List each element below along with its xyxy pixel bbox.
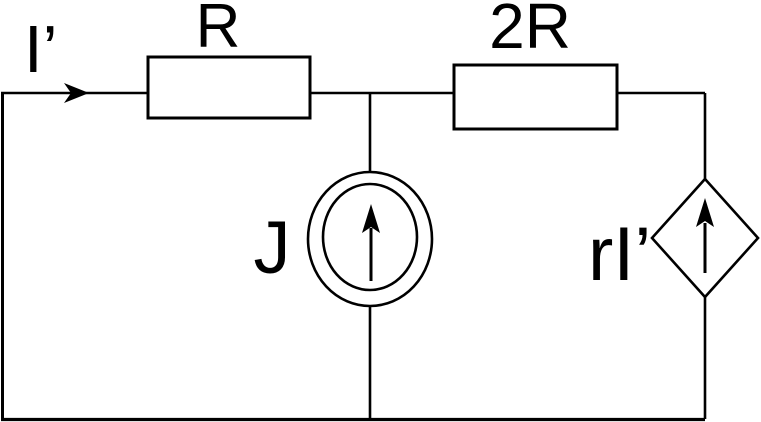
resistor-2r-body	[452, 63, 619, 131]
current-source-label: J	[254, 206, 291, 289]
current-source-arrowhead	[362, 204, 380, 233]
input-current-label: I’	[24, 12, 58, 87]
resistor-r-label: R	[196, 0, 241, 61]
dependent-source-label: rI’	[588, 212, 651, 297]
dependent-source-arrowhead	[696, 198, 714, 227]
dependent-source-symbol	[650, 177, 760, 299]
input-current-arrowhead	[64, 83, 89, 103]
current-source-j-symbol	[306, 170, 434, 308]
resistor-r-body	[146, 55, 312, 120]
resistor-2r-label: 2R	[489, 0, 571, 62]
wire-group	[1, 91, 707, 422]
